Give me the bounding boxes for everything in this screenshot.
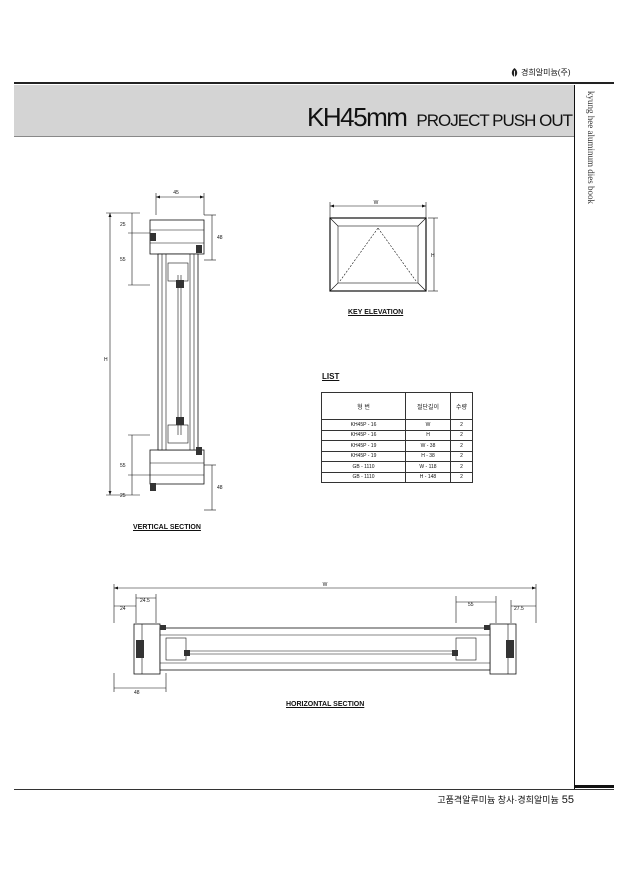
vertical-section-caption: VERTICAL SECTION bbox=[133, 524, 201, 531]
column-header: 절단길이 bbox=[405, 392, 451, 420]
dim-label: 55 bbox=[120, 257, 126, 263]
right-margin-line bbox=[574, 85, 575, 790]
dim-label: H bbox=[431, 253, 435, 259]
title-model: KH45mm bbox=[307, 102, 408, 132]
page-title: KH45mm PROJECT PUSH OUT bbox=[307, 102, 573, 132]
dim-label: W bbox=[374, 200, 379, 206]
dim-label: 25 bbox=[120, 493, 126, 499]
horizontal-section-drawing: W 24 24.5 55 27.5 48 bbox=[113, 582, 537, 696]
dim-label: 55 bbox=[468, 602, 474, 608]
dim-label: 48 bbox=[217, 235, 223, 241]
cell-qty: 2 bbox=[450, 471, 473, 483]
cell-length: W - 118 bbox=[405, 461, 451, 473]
cell-qty: 2 bbox=[450, 461, 473, 473]
cell-part: KH45P - 16 bbox=[321, 419, 406, 431]
cell-part: KH45P - 19 bbox=[321, 450, 406, 462]
cell-qty: 2 bbox=[450, 440, 473, 452]
cell-length: H - 148 bbox=[405, 471, 451, 483]
cell-qty: 2 bbox=[450, 429, 473, 441]
side-caption: kyung hee aluminum dies book bbox=[586, 91, 598, 221]
header-band bbox=[14, 85, 574, 136]
brand: 경희알미늄(주) bbox=[510, 67, 571, 78]
horizontal-section-caption: HORIZONTAL SECTION bbox=[286, 701, 365, 708]
cell-part: GB - 1110 bbox=[321, 461, 406, 473]
dim-label: 27.5 bbox=[514, 606, 524, 612]
dim-label: 48 bbox=[217, 485, 223, 491]
cell-length: H bbox=[405, 429, 451, 441]
dim-label: W bbox=[323, 582, 328, 588]
dim-label: 45 bbox=[173, 190, 179, 196]
dim-label: 48 bbox=[134, 690, 140, 696]
cell-qty: 2 bbox=[450, 419, 473, 431]
cell-part: KH45P - 16 bbox=[321, 429, 406, 441]
key-elevation-caption: KEY ELEVATION bbox=[348, 309, 404, 316]
vertical-section-drawing: 45 25 55 48 H 55 25 48 bbox=[104, 190, 223, 511]
table-header-row: 형 번 절단길이 수량 bbox=[321, 392, 473, 420]
header-divider bbox=[14, 136, 574, 137]
bottom-rule bbox=[14, 789, 614, 790]
footer-text: 고품격알루미늄 창사·경희알미늄 bbox=[437, 795, 559, 805]
dim-label: 24.5 bbox=[140, 598, 150, 604]
page-number: 55 bbox=[561, 794, 574, 806]
cell-part: GB - 1110 bbox=[321, 471, 406, 483]
cell-length: H - 38 bbox=[405, 450, 451, 462]
cell-length: W bbox=[405, 419, 451, 431]
column-header: 형 번 bbox=[321, 392, 406, 420]
brand-text: 경희알미늄(주) bbox=[521, 68, 571, 77]
top-rule bbox=[14, 82, 614, 84]
dim-label: 24 bbox=[120, 606, 126, 612]
dim-label: H bbox=[104, 357, 108, 363]
dim-label: 55 bbox=[120, 463, 126, 469]
dim-label: 25 bbox=[120, 222, 126, 228]
column-header: 수량 bbox=[450, 392, 473, 420]
key-elevation-drawing: W H bbox=[329, 200, 438, 292]
cell-length: W - 38 bbox=[405, 440, 451, 452]
side-caption-text: kyung hee aluminum dies book bbox=[586, 91, 596, 204]
leaf-logo-icon bbox=[511, 68, 518, 77]
title-type: PROJECT PUSH OUT bbox=[416, 111, 573, 130]
cell-qty: 2 bbox=[450, 450, 473, 462]
list-title: LIST bbox=[322, 372, 340, 381]
footer-accent-bar bbox=[574, 785, 614, 788]
cell-part: KH45P - 19 bbox=[321, 440, 406, 452]
